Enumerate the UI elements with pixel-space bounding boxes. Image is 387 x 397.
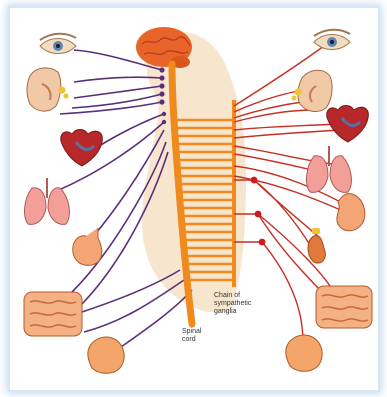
organ-intestines-right [316, 286, 372, 328]
nerve-heart-right-2 [234, 130, 340, 138]
organ-eye-left [40, 34, 76, 54]
organ-eye-right [314, 30, 350, 50]
organ-kidney-right [308, 228, 325, 263]
organ-face-left [27, 68, 69, 111]
chain-label-line1: Chain of [214, 292, 240, 300]
nerve-face-right-3 [234, 110, 314, 122]
organ-heart-left [61, 130, 103, 167]
organ-bladder-right [286, 335, 322, 371]
organ-stomach-left [73, 228, 102, 265]
chain-label-line2: sympathetic [214, 300, 251, 308]
organ-lungs-left [25, 178, 70, 224]
brain [136, 27, 192, 68]
organ-intestines-left [24, 292, 82, 336]
chain-label-line3: ganglia [214, 308, 237, 316]
nerve-face-left-2 [74, 86, 162, 98]
organ-stomach-right [337, 193, 365, 230]
nervous-system-diagram: Chain of sympathetic ganglia Spinal cord [8, 6, 380, 392]
organ-lungs-right [307, 146, 352, 192]
nerve-celiac-2 [254, 180, 312, 248]
nerve-mesenteric-4 [262, 242, 303, 352]
spinal-label-line1: Spinal [182, 328, 201, 336]
organ-face-right [292, 70, 333, 111]
body-silhouette [142, 32, 246, 312]
organ-heart-right [327, 106, 369, 143]
spinal-label-line2: cord [182, 336, 196, 344]
organ-bladder-left [88, 337, 124, 373]
nerve-heart-right-1 [234, 124, 338, 130]
